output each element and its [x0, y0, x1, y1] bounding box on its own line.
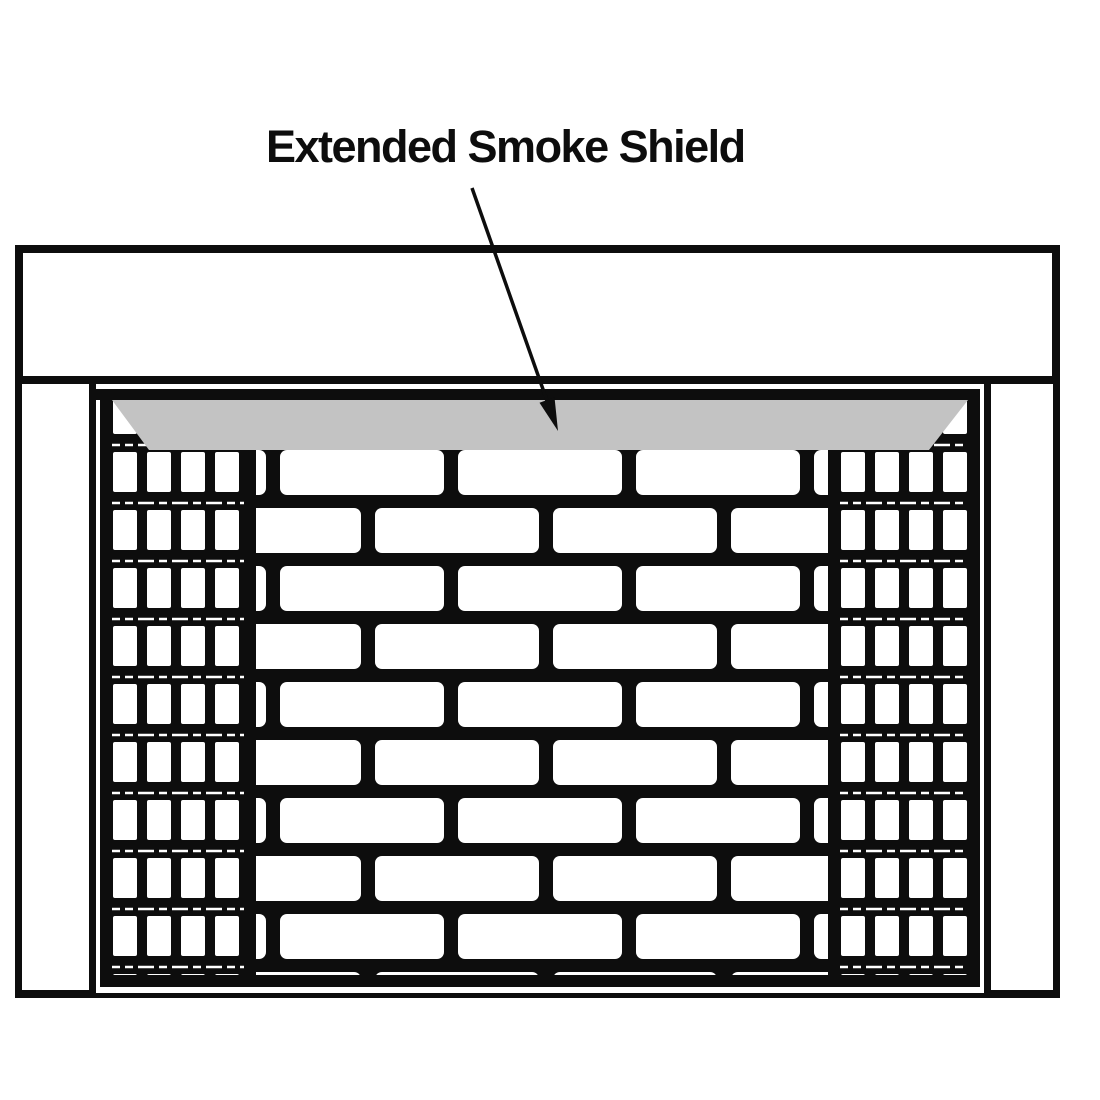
firebox-frame-bottom: [100, 975, 980, 987]
firebox-interior: [112, 400, 968, 985]
firebox-frame-right: [968, 389, 980, 987]
surround-right-leg: [984, 375, 1060, 997]
mesh-brick-divider-left: [244, 400, 256, 985]
extended-smoke-shield: [112, 400, 968, 450]
surround-left-leg: [15, 375, 96, 997]
firebox-frame: [90, 389, 980, 987]
mesh-screen-left: [112, 400, 244, 985]
surround-lintel: [15, 245, 1060, 384]
callout-arrowhead-icon: [539, 397, 558, 431]
brick-back-wall: [256, 400, 828, 985]
smoke-shield-label: Extended Smoke Shield: [266, 121, 746, 172]
firebox-frame-left: [100, 389, 112, 987]
callout-arrow-line: [470, 187, 553, 413]
callout-arrow: [470, 187, 558, 431]
mesh-screen-right: [840, 400, 968, 985]
mesh-brick-divider-right: [828, 400, 840, 985]
firebox-frame-top: [90, 389, 980, 400]
